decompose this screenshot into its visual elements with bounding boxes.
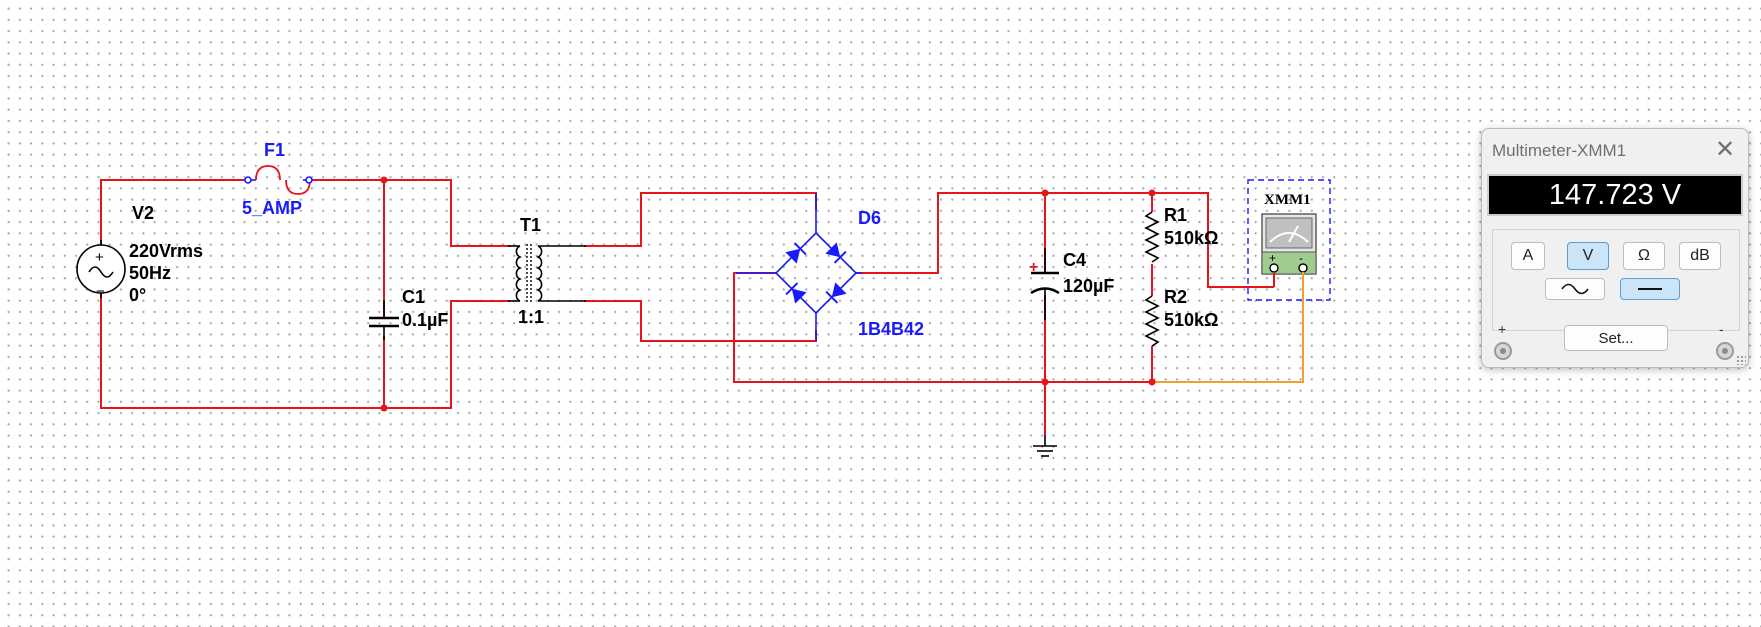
v2-phase-label: 0° <box>129 285 146 305</box>
minus-terminal-icon[interactable] <box>1716 342 1734 360</box>
svg-text:+: + <box>95 249 104 266</box>
meter-ground-wire[interactable] <box>1152 287 1304 383</box>
t1-ref-label: T1 <box>520 215 541 235</box>
multimeter-window[interactable]: Multimeter-XMM1 ✕ 147.723 V A V Ω dB Set… <box>1481 128 1749 368</box>
c1-ref-label: C1 <box>402 287 425 307</box>
close-icon[interactable]: ✕ <box>1714 136 1736 163</box>
xmm1-ref-label: XMM1 <box>1264 192 1311 208</box>
dc-line-icon <box>1638 288 1662 290</box>
v2-ac-source[interactable]: + − <box>76 240 126 300</box>
f1-value-label: 5_AMP <box>242 198 302 218</box>
minus-terminal-label: - <box>1719 321 1724 337</box>
wire-network[interactable] <box>100 179 1274 435</box>
t1-transformer[interactable] <box>508 244 586 303</box>
decibel-mode-button[interactable]: dB <box>1679 242 1721 270</box>
c4-polarity-mark: + <box>1029 259 1038 276</box>
t1-ratio-label: 1:1 <box>518 307 544 327</box>
d6-ref-label: D6 <box>858 208 881 228</box>
c4-value-label: 120µF <box>1063 276 1114 296</box>
ohmmeter-mode-button[interactable]: Ω <box>1623 242 1665 270</box>
multimeter-reading: 147.723 V <box>1487 174 1743 216</box>
v2-frequency-label: 50Hz <box>129 263 171 283</box>
multimeter-title: Multimeter-XMM1 <box>1492 141 1627 160</box>
voltmeter-mode-button[interactable]: V <box>1567 242 1609 270</box>
ac-wave-icon <box>1561 283 1589 295</box>
r1-ref-label: R1 <box>1164 205 1187 225</box>
c1-value-label: 0.1µF <box>402 310 448 330</box>
plus-terminal-label: + <box>1498 321 1507 337</box>
d6-value-label: 1B4B42 <box>858 319 924 339</box>
junction-dots <box>380 176 1156 412</box>
c1-capacitor[interactable] <box>369 300 399 340</box>
set-button[interactable]: Set... <box>1564 325 1668 351</box>
r2-ref-label: R2 <box>1164 287 1187 307</box>
c4-ref-label: C4 <box>1063 250 1086 270</box>
multimeter-controls: A V Ω dB <box>1492 229 1740 331</box>
r1-value-label: 510kΩ <box>1164 228 1218 248</box>
resize-grip-icon[interactable] <box>1736 355 1746 365</box>
f1-fuse[interactable] <box>244 165 313 195</box>
v2-voltage-label: 220Vrms <box>129 241 203 261</box>
xmm1-minus-label: - <box>1299 251 1303 265</box>
r2-resistor[interactable] <box>1144 295 1160 347</box>
ammeter-mode-button[interactable]: A <box>1511 242 1545 270</box>
ac-mode-button[interactable] <box>1545 278 1605 300</box>
xmm1-multimeter-symbol[interactable] <box>1247 179 1331 301</box>
c4-capacitor[interactable] <box>1030 248 1060 320</box>
plus-terminal-icon[interactable] <box>1494 342 1512 360</box>
svg-text:−: − <box>96 283 105 300</box>
xmm1-plus-label: + <box>1269 251 1276 265</box>
r2-value-label: 510kΩ <box>1164 310 1218 330</box>
ground-icon[interactable] <box>1033 435 1057 457</box>
d6-bridge-rectifier[interactable] <box>736 193 862 341</box>
v2-ref-label: V2 <box>132 203 154 223</box>
r1-resistor[interactable] <box>1144 211 1160 263</box>
f1-ref-label: F1 <box>264 140 285 160</box>
dc-mode-button[interactable] <box>1620 278 1680 300</box>
